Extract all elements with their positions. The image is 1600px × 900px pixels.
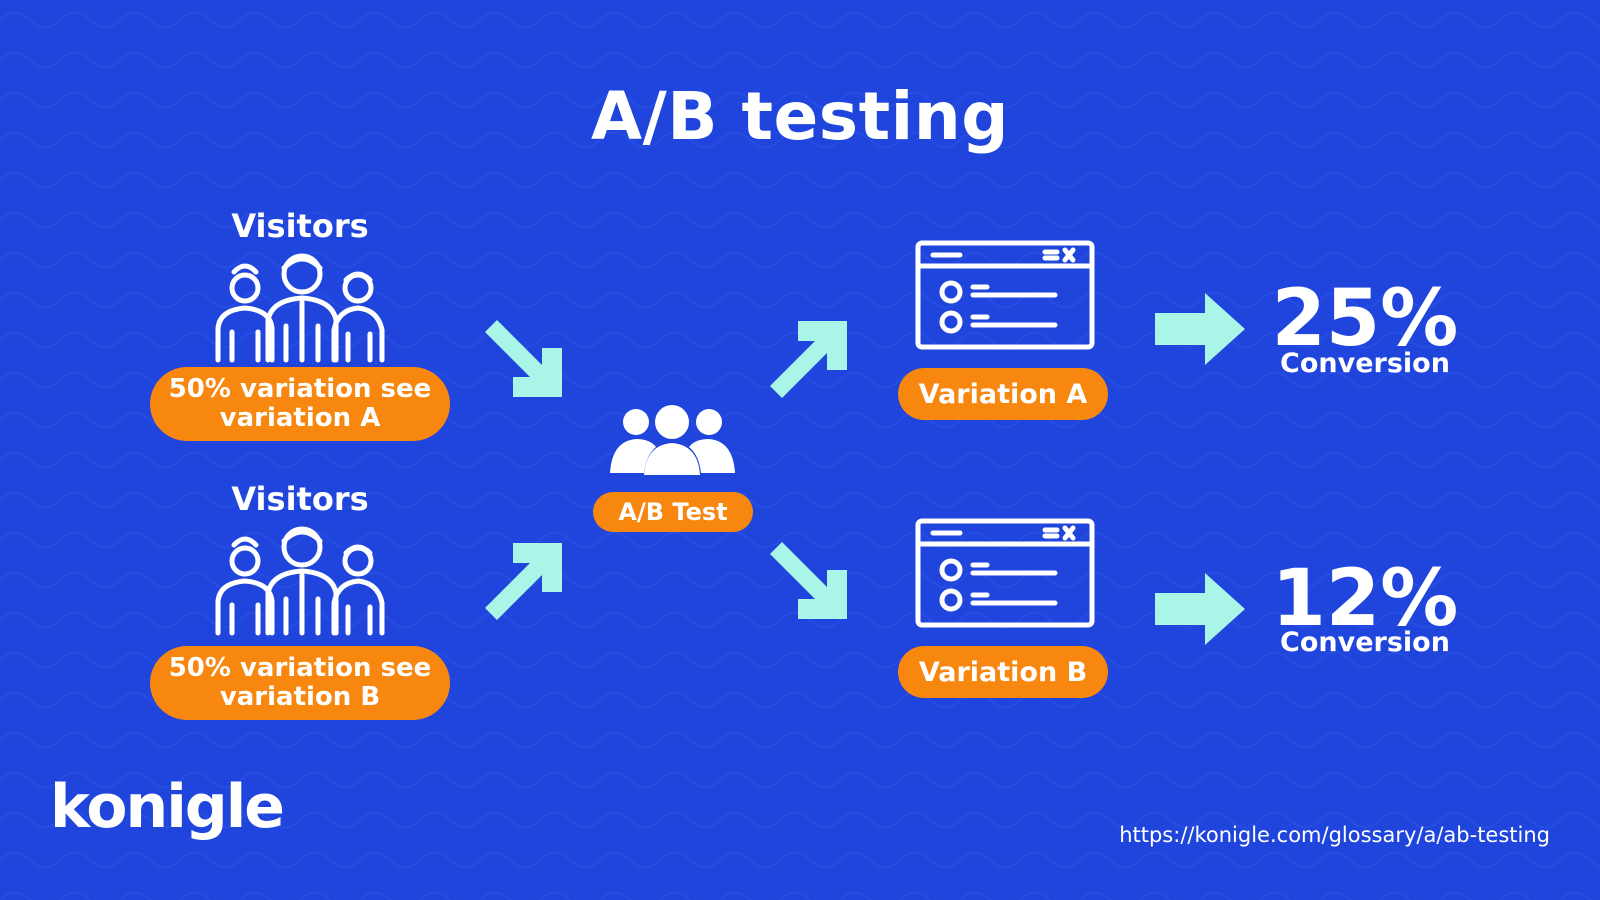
- group-b-pill: 50% variation see variation B: [150, 646, 450, 720]
- group-a-pill: 50% variation see variation A: [150, 367, 450, 441]
- visitors-label-b: Visitors: [231, 480, 369, 518]
- group-solid-icon: [610, 405, 735, 475]
- conversion-caption-a: Conversion: [1280, 348, 1450, 379]
- conversion-caption-b: Conversion: [1280, 627, 1450, 658]
- konigle-logo[interactable]: konigle: [50, 772, 285, 842]
- diagonal-arrow-icon: [770, 321, 847, 398]
- right-arrow-icon: [1155, 293, 1245, 365]
- browser-window-icon: [915, 518, 1095, 628]
- right-arrow-icon: [1155, 573, 1245, 645]
- page-title: A/B testing: [591, 78, 1009, 155]
- variation-a-pill: Variation A: [898, 368, 1108, 420]
- conversion-percent-a: 25%: [1271, 274, 1459, 364]
- people-outline-icon: [215, 526, 385, 636]
- people-outline-icon: [215, 253, 385, 363]
- diagonal-arrow-icon: [485, 320, 562, 397]
- visitors-label-a: Visitors: [231, 207, 369, 245]
- browser-window-icon: [915, 240, 1095, 350]
- diagonal-arrow-icon: [770, 542, 847, 619]
- diagonal-arrow-icon: [485, 543, 562, 620]
- ab-test-pill: A/B Test: [593, 492, 753, 532]
- conversion-percent-b: 12%: [1271, 554, 1459, 644]
- variation-b-pill: Variation B: [898, 646, 1108, 698]
- source-url-link[interactable]: https://konigle.com/glossary/a/ab-testin…: [1119, 823, 1550, 847]
